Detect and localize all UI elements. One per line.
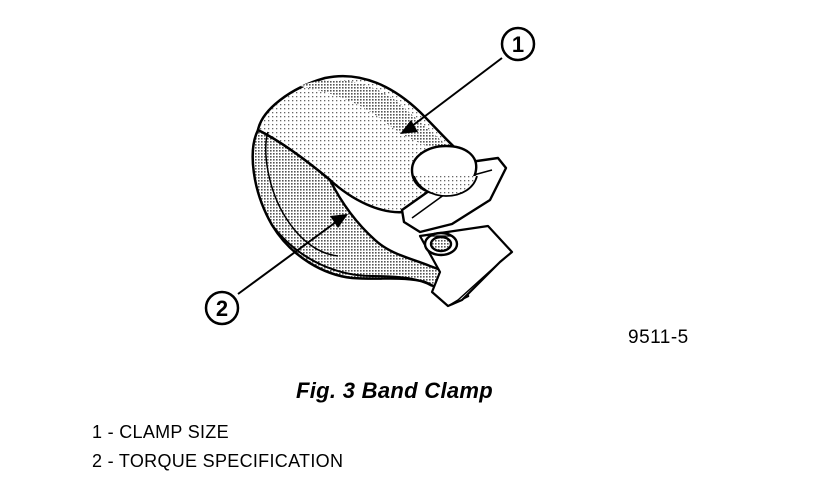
callout-2: 2 bbox=[204, 214, 348, 326]
callout-2-number: 2 bbox=[216, 296, 228, 321]
figure-caption: Fig. 3 Band Clamp bbox=[296, 378, 494, 403]
figure-reference-number: 9511-5 bbox=[628, 327, 689, 348]
bolt-nut bbox=[423, 231, 459, 257]
callout-1: 1 bbox=[400, 26, 536, 134]
legend-item-clamp-size: 1 - CLAMP SIZE bbox=[92, 422, 229, 442]
legend-item-torque-specification: 2 - TORQUE SPECIFICATION bbox=[92, 451, 344, 471]
callout-1-number: 1 bbox=[512, 32, 524, 57]
clamp-bracket bbox=[400, 144, 508, 234]
